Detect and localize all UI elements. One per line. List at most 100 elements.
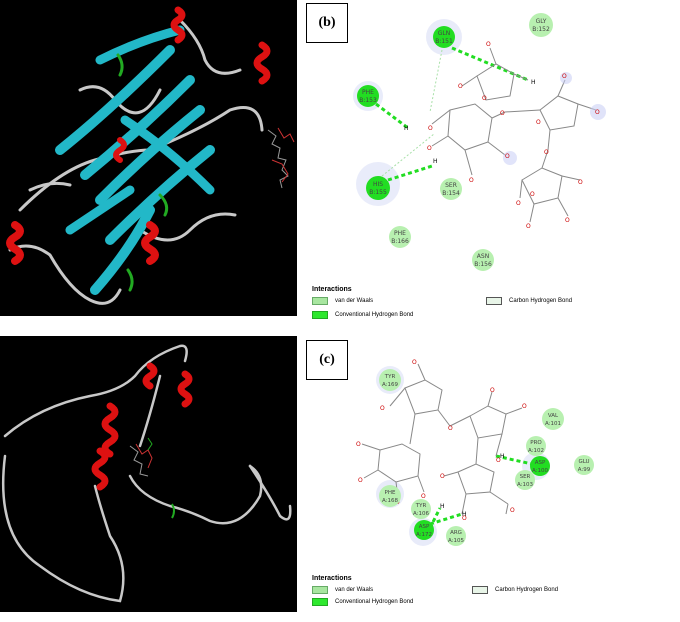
interaction-diagram-b: (b) (300, 0, 680, 330)
ligand-a (129, 437, 153, 477)
svg-text:GLN: GLN (438, 30, 450, 37)
residue-ser103: SER A:103 (515, 470, 535, 490)
legend-label-hbond-c: Conventional Hydrogen Bond (335, 599, 414, 605)
svg-text:H: H (440, 503, 445, 510)
svg-text:O: O (516, 200, 521, 207)
svg-text:H: H (433, 158, 438, 165)
residue-tyr106: TYR A:106 (411, 499, 431, 519)
svg-text:O: O (500, 110, 505, 117)
svg-text:O: O (486, 41, 491, 48)
residue-ser154: SER B:154 (440, 178, 462, 200)
sheet-7 (95, 25, 185, 65)
residue-asp100: ASP A:100 (530, 456, 550, 476)
svg-text:O: O (427, 145, 432, 152)
svg-text:VAL: VAL (548, 413, 559, 419)
residue-pro102: PRO A:102 (526, 436, 546, 456)
ligand-skeleton-b (431, 47, 597, 223)
residue-nodes-b: GLN B:151 GLY B:152 PHE B:153 HIS B:155 … (357, 13, 553, 271)
svg-text:ARG: ARG (450, 530, 462, 536)
residue-his155: HIS B:155 (366, 176, 390, 200)
svg-text:O: O (530, 191, 535, 198)
svg-text:A:105: A:105 (448, 538, 465, 544)
residue-asp172: ASP A:172 (414, 520, 434, 540)
svg-text:O: O (469, 177, 474, 184)
svg-text:O: O (595, 109, 600, 116)
svg-text:A:169: A:169 (382, 382, 399, 388)
svg-text:TYR: TYR (384, 374, 396, 380)
helix-a-1 (142, 362, 158, 390)
svg-text:O: O (448, 425, 453, 432)
helix-a-3 (101, 402, 119, 458)
svg-text:GLU: GLU (578, 459, 589, 465)
turn-a-1 (171, 503, 175, 519)
svg-text:O: O (526, 223, 531, 230)
sheet-5 (90, 205, 155, 295)
svg-text:O: O (428, 125, 433, 132)
sheet-6 (120, 115, 215, 195)
svg-text:TYR: TYR (415, 503, 427, 509)
residue-arg105: ARG A:105 (446, 526, 466, 546)
residue-glu99: GLU A:99 (574, 455, 594, 475)
turn-2 (158, 193, 169, 217)
svg-text:A:168: A:168 (382, 498, 399, 504)
svg-text:O: O (496, 457, 501, 464)
protein-3d-render-a (0, 336, 297, 612)
sheet-4 (105, 145, 215, 245)
ligand-skeleton-c (361, 363, 523, 515)
legend-label-chbond: Carbon Hydrogen Bond (509, 298, 573, 304)
svg-text:O: O (510, 507, 515, 514)
legend-label-chbond-c: Carbon Hydrogen Bond (495, 587, 559, 593)
protein-ribbon-b (6, 6, 295, 305)
panel-label-c: (c) (306, 340, 348, 380)
residue-val101: VAL A:101 (542, 408, 564, 430)
residue-nodes-c: TYR A:169 VAL A:101 PRO A:102 ASP A:100 … (379, 369, 594, 546)
residue-asn156: ASN B:156 (472, 249, 494, 271)
svg-text:O: O (544, 149, 549, 156)
coil-a-1 (3, 344, 188, 438)
protein-3d-render-b (0, 0, 297, 316)
svg-text:HIS: HIS (373, 181, 383, 188)
svg-text:B:155: B:155 (369, 189, 387, 196)
protein-ribbon-a (1, 344, 292, 603)
svg-text:O: O (412, 359, 417, 366)
legend-label-vdw: van der Waals (335, 298, 374, 304)
svg-text:PHE: PHE (362, 89, 374, 96)
legend-hbond-b: Conventional Hydrogen Bond (312, 311, 413, 319)
svg-text:GLY: GLY (536, 18, 547, 25)
svg-text:B:154: B:154 (442, 190, 460, 197)
helix-5 (113, 137, 127, 163)
svg-text:O: O (536, 119, 541, 126)
legend-label-hbond: Conventional Hydrogen Bond (335, 312, 414, 318)
svg-text:A:100: A:100 (532, 468, 549, 474)
swatch-hbond (312, 311, 328, 319)
legend-chbond-c: Carbon Hydrogen Bond (472, 586, 558, 594)
helix-3 (6, 221, 24, 265)
coil-a-5 (138, 374, 162, 448)
svg-text:A:99: A:99 (578, 467, 591, 473)
svg-text:PHE: PHE (385, 490, 396, 496)
swatch-chbond-c (472, 586, 488, 594)
svg-text:O: O (462, 515, 467, 522)
svg-text:O: O (358, 477, 363, 484)
svg-text:O: O (482, 95, 487, 102)
svg-text:A:101: A:101 (545, 421, 561, 427)
residue-phe153: PHE B:153 (357, 85, 379, 107)
swatch-hbond-c (312, 598, 328, 606)
panel-label-b: (b) (306, 3, 348, 43)
residue-phe166: PHE B:166 (389, 226, 411, 248)
svg-text:A:172: A:172 (416, 532, 432, 538)
svg-text:H: H (500, 453, 505, 460)
svg-text:A:102: A:102 (528, 448, 544, 454)
svg-text:B:152: B:152 (532, 26, 550, 33)
svg-text:ASP: ASP (419, 524, 430, 530)
svg-text:O: O (421, 493, 426, 500)
sheet-1 (55, 45, 175, 155)
svg-text:A:103: A:103 (517, 482, 534, 488)
helix-a-4 (91, 447, 109, 491)
legend-chbond-b: Carbon Hydrogen Bond (486, 297, 572, 305)
coil-a-4 (248, 464, 292, 521)
svg-text:H: H (462, 511, 467, 518)
svg-text:O: O (505, 153, 510, 160)
svg-text:A:106: A:106 (413, 511, 430, 517)
coil-5 (138, 212, 237, 242)
